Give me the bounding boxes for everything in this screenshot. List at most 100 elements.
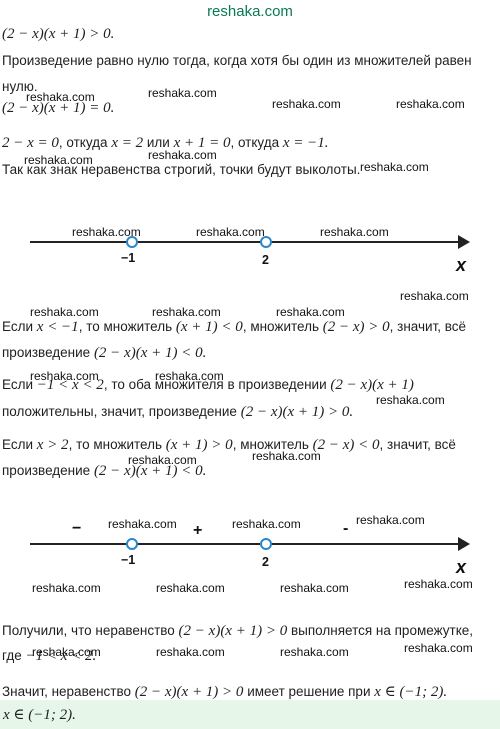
case-3-line-2: произведение (2 − x)(x + 1) < 0. xyxy=(2,463,206,480)
math: −1 < x < 2. xyxy=(25,648,97,664)
math: (2 − x) < 0 xyxy=(312,437,380,453)
arrow-icon xyxy=(458,235,470,249)
case-1-line-2: произведение (2 − x)(x + 1) < 0. xyxy=(2,345,206,362)
math: (2 − x)(x + 1) < 0. xyxy=(93,345,207,361)
math: (2 − x)(x + 1) > 0 xyxy=(134,684,244,700)
equation: (2 − x)(x + 1) = 0. xyxy=(2,100,115,116)
text: , значит, всё xyxy=(379,437,456,452)
watermark: reshaka.com xyxy=(320,225,389,239)
watermark: reshaka.com xyxy=(356,513,425,527)
watermark: reshaka.com xyxy=(30,305,99,319)
watermark: reshaka.com xyxy=(24,153,93,167)
text: , то множитель xyxy=(68,437,166,452)
math: (2 − x)(x + 1) xyxy=(330,377,414,393)
result-line-1: Получили, что неравенство (2 − x)(x + 1)… xyxy=(2,623,473,640)
math: x = −1. xyxy=(282,135,329,151)
case-2-line-1: Если −1 < x < 2, то оба множителя в прои… xyxy=(2,377,414,394)
open-point-minus-one xyxy=(126,236,138,248)
watermark: reshaka.com xyxy=(72,225,141,239)
axis-label: x xyxy=(456,255,467,275)
text-line: нулю. xyxy=(2,79,38,94)
text: Получили, что неравенство xyxy=(2,623,179,638)
text-line: Произведение равно нулю тогда, когда хот… xyxy=(2,53,472,68)
answer: x ∈ (−1; 2). xyxy=(3,707,76,723)
watermark: reshaka.com xyxy=(32,581,101,595)
math: x < −1 xyxy=(36,319,79,335)
watermark: reshaka.com xyxy=(280,645,349,659)
text: или xyxy=(143,135,174,150)
tick-label: 2 xyxy=(262,555,269,569)
text: Если xyxy=(2,377,37,392)
math: (2 − x)(x + 1) > 0. xyxy=(240,404,354,420)
axis-label: x xyxy=(456,557,467,577)
open-point-two xyxy=(260,236,272,248)
answer-highlight xyxy=(0,700,500,729)
text: , то оба множителя в произведении xyxy=(103,377,331,392)
tick-label: −1 xyxy=(121,251,136,265)
tick-label: −1 xyxy=(121,553,136,567)
watermark: reshaka.com xyxy=(32,645,101,659)
math: −1 < x < 2 xyxy=(36,377,104,393)
watermark: reshaka.com xyxy=(252,449,321,463)
math: (2 − x)(x + 1) > 0 xyxy=(178,623,288,639)
site-title: reshaka.com xyxy=(207,3,293,20)
watermark: reshaka.com xyxy=(156,581,225,595)
math: (x + 1) > 0 xyxy=(165,437,233,453)
result-line-2: где −1 < x < 2. xyxy=(2,648,96,665)
math: (2 − x)(x + 1) < 0. xyxy=(93,463,207,479)
watermark: reshaka.com xyxy=(156,645,225,659)
text: произведение xyxy=(2,463,94,478)
text: , то множитель xyxy=(78,319,176,334)
inequality: (2 − x)(x + 1) > 0. xyxy=(2,26,115,42)
watermark: reshaka.com xyxy=(148,148,217,162)
result-line-3: Значит, неравенство (2 − x)(x + 1) > 0 и… xyxy=(2,682,447,701)
text: имеет решение при xyxy=(243,684,375,699)
sign-minus: − xyxy=(72,520,82,537)
math: x = 2 xyxy=(111,135,144,151)
text: , откуда xyxy=(58,135,112,150)
math: (2 − x) > 0 xyxy=(322,319,390,335)
case-3-line-1: Если x > 2, то множитель (x + 1) > 0, мн… xyxy=(2,437,456,454)
watermark: reshaka.com xyxy=(400,289,469,303)
watermark: reshaka.com xyxy=(280,581,349,595)
watermark: reshaka.com xyxy=(360,160,429,174)
text: где xyxy=(2,648,26,663)
text: выполняется на промежутке, xyxy=(287,623,474,638)
watermark: reshaka.com xyxy=(396,97,465,111)
watermark: reshaka.com xyxy=(276,305,345,319)
watermark: reshaka.com xyxy=(376,393,445,407)
watermark: reshaka.com xyxy=(148,86,217,100)
text: Значит, неравенство xyxy=(2,684,135,699)
open-point-minus-one xyxy=(126,538,138,550)
arrow-icon xyxy=(458,537,470,551)
math: x ∈ (−1; 2). xyxy=(374,684,448,700)
number-line-2 xyxy=(30,543,462,545)
watermark: reshaka.com xyxy=(232,517,301,531)
watermark: reshaka.com xyxy=(196,225,265,239)
math: x + 1 = 0 xyxy=(173,135,231,151)
math: x > 2 xyxy=(36,437,69,453)
watermark: reshaka.com xyxy=(404,641,473,655)
watermark: reshaka.com xyxy=(155,369,224,383)
text-line: Так как знак неравенства строгий, точки … xyxy=(2,162,361,177)
sign-plus: + xyxy=(193,522,203,539)
watermark: reshaka.com xyxy=(108,517,177,531)
text: Если xyxy=(2,437,37,452)
open-point-two xyxy=(260,538,272,550)
watermark: reshaka.com xyxy=(26,90,95,104)
text: , множитель xyxy=(242,319,323,334)
text: Если xyxy=(2,319,37,334)
text: произведение xyxy=(2,345,94,360)
text: , откуда xyxy=(230,135,283,150)
watermark: reshaka.com xyxy=(404,577,473,591)
text: , множитель xyxy=(232,437,313,452)
watermark: reshaka.com xyxy=(128,453,197,467)
tick-label: 2 xyxy=(262,253,269,267)
math: (x + 1) < 0 xyxy=(175,319,243,335)
watermark: reshaka.com xyxy=(272,97,341,111)
text: положительны, значит, произведение xyxy=(2,404,241,419)
text: , значит, всё xyxy=(389,319,467,334)
text-line-roots: 2 − x = 0, откуда x = 2 или x + 1 = 0, о… xyxy=(2,135,329,152)
number-line-1 xyxy=(30,241,462,243)
watermark: reshaka.com xyxy=(152,305,221,319)
